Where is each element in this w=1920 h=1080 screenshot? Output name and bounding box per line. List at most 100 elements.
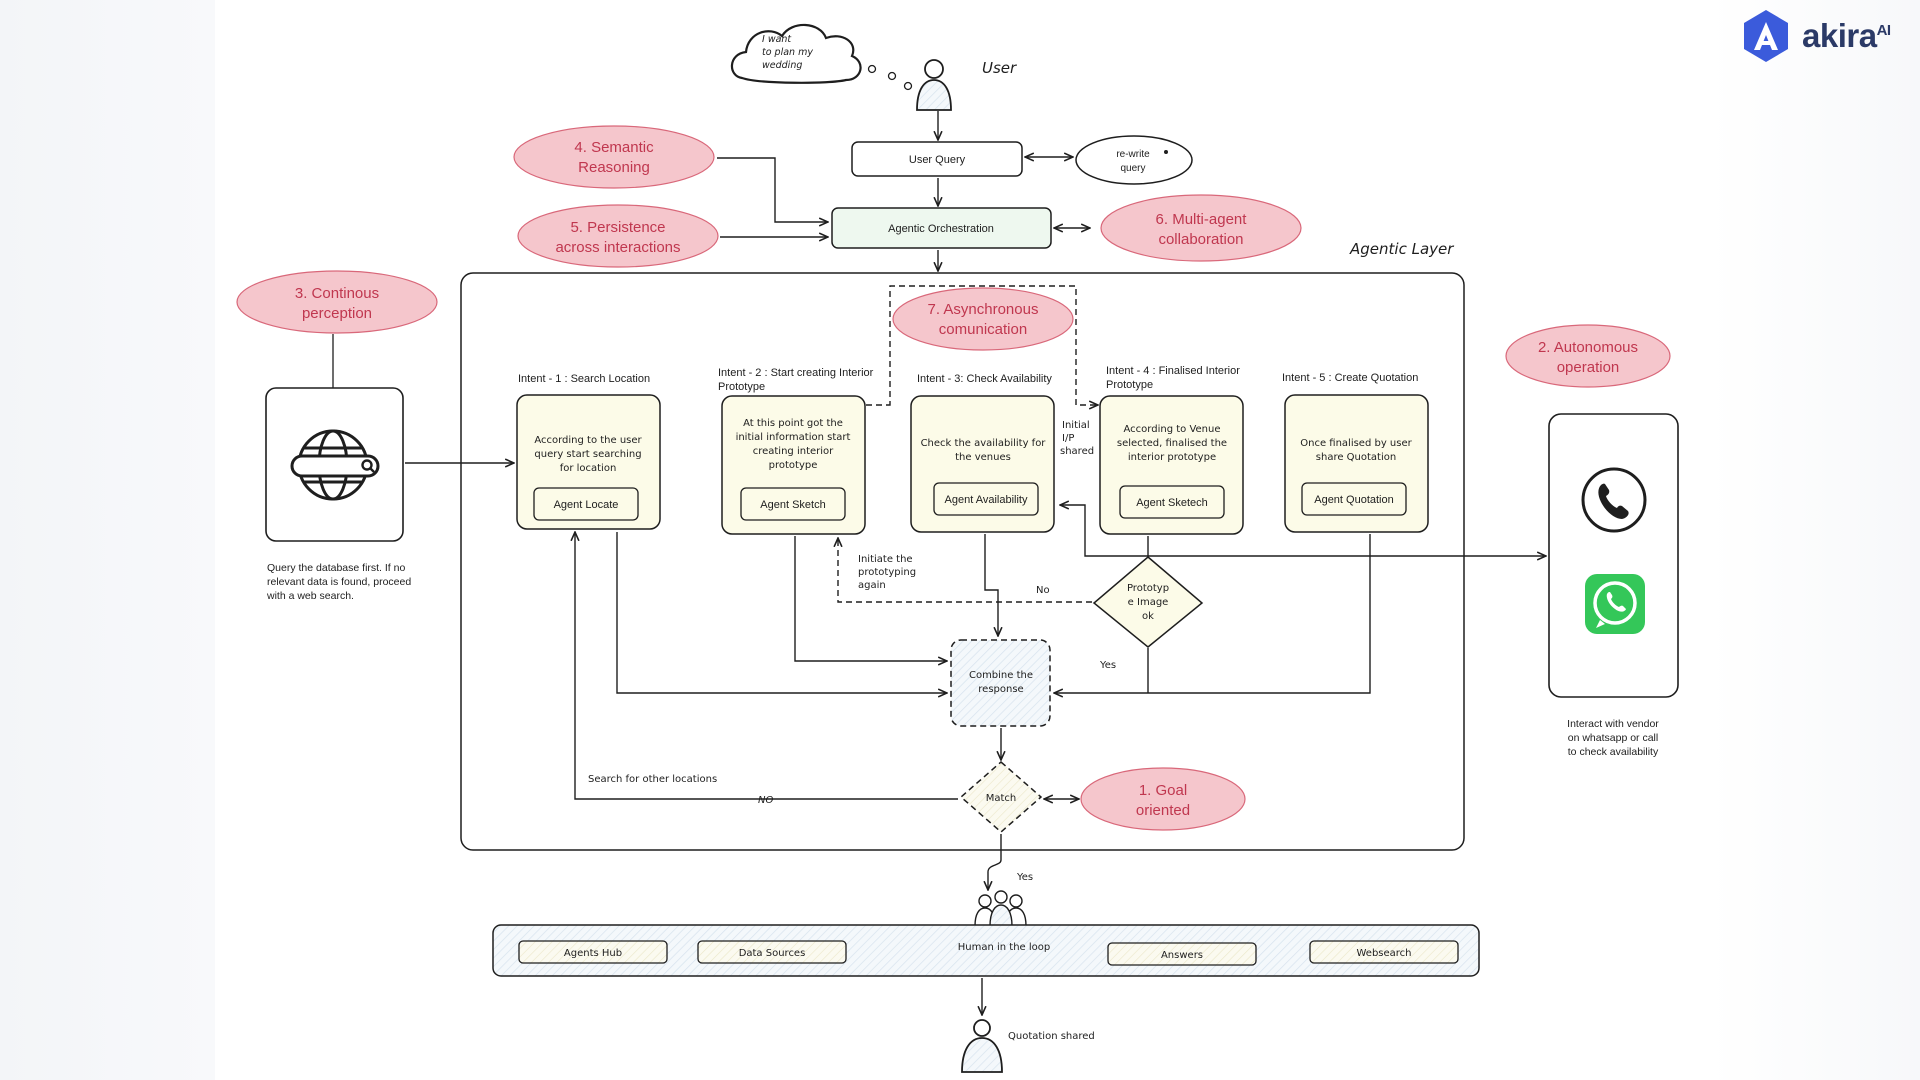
match-diamond bbox=[959, 761, 1043, 833]
svg-text:operation: operation bbox=[1557, 359, 1620, 376]
svg-text:the venues: the venues bbox=[955, 452, 1011, 463]
intent-card-1: Intent - 1 : Search Location According t… bbox=[516, 373, 661, 530]
reinitiate-3: again bbox=[858, 580, 886, 591]
svg-text:Agent Sketech: Agent Sketech bbox=[1136, 497, 1208, 509]
yes-bottom-label: Yes bbox=[1016, 872, 1033, 883]
intent-card-2: Intent - 2 : Start creating Interior Pro… bbox=[718, 367, 874, 535]
svg-text:Intent - 3: Check Availability: Intent - 3: Check Availability bbox=[917, 373, 1052, 385]
svg-text:According to Venue: According to Venue bbox=[1124, 424, 1221, 435]
user-query-box bbox=[851, 141, 1023, 177]
svg-text:Prototype: Prototype bbox=[1106, 379, 1153, 391]
svg-text:Data Sources: Data Sources bbox=[739, 948, 806, 959]
agentic-layer-frame bbox=[460, 272, 1465, 851]
web-caption-3: with a web search. bbox=[266, 590, 354, 602]
no-caps-label: NO bbox=[758, 795, 773, 806]
badge-continous-perception: 3. Continous perception bbox=[236, 270, 438, 334]
combine-response-box bbox=[950, 639, 1051, 727]
initial-ip-2: I/P bbox=[1062, 433, 1074, 444]
svg-text:3. Continous: 3. Continous bbox=[295, 285, 379, 302]
left-background-band bbox=[0, 0, 215, 1080]
phone-call-icon bbox=[1581, 467, 1647, 533]
thought-line-3: wedding bbox=[762, 60, 802, 71]
brand-superscript: AI bbox=[1876, 22, 1892, 39]
initial-ip-3: shared bbox=[1060, 446, 1094, 457]
combine-line-2: response bbox=[978, 684, 1023, 695]
user-query-text: User Query bbox=[909, 154, 966, 166]
hub-agents-hub: Agents Hub bbox=[518, 940, 668, 964]
reinitiate-1: Initiate the bbox=[858, 554, 913, 565]
human-loop-label: Human in the loop bbox=[958, 942, 1051, 953]
svg-text:Answers: Answers bbox=[1161, 950, 1203, 961]
intent-card-4: Intent - 4 : Finalised Interior Prototyp… bbox=[1099, 365, 1244, 535]
svg-text:Intent - 5 : Create Quotation: Intent - 5 : Create Quotation bbox=[1282, 372, 1418, 384]
rewrite-query-ellipse bbox=[1075, 135, 1193, 185]
svg-text:Once finalised by user: Once finalised by user bbox=[1300, 438, 1412, 449]
svg-text:selected, finalised the: selected, finalised the bbox=[1117, 438, 1227, 449]
svg-text:5. Persistence: 5. Persistence bbox=[570, 219, 665, 236]
phone-caption-3: to check availability bbox=[1568, 746, 1659, 758]
svg-text:oriented: oriented bbox=[1136, 802, 1190, 819]
svg-text:creating interior: creating interior bbox=[753, 446, 834, 457]
thought-line-1: I want bbox=[762, 34, 792, 45]
svg-text:comunication: comunication bbox=[939, 321, 1027, 338]
svg-text:Check the availability for: Check the availability for bbox=[921, 438, 1047, 449]
svg-text:share Quotation: share Quotation bbox=[1316, 452, 1396, 463]
svg-text:According to the user: According to the user bbox=[534, 435, 642, 446]
svg-text:for location: for location bbox=[560, 463, 617, 474]
web-caption-1: Query the database first. If no bbox=[267, 562, 405, 574]
svg-text:perception: perception bbox=[302, 305, 372, 322]
svg-text:2. Autonomous: 2. Autonomous bbox=[1538, 339, 1638, 356]
thought-line-2: to plan my bbox=[762, 47, 813, 58]
svg-text:6. Multi-agent: 6. Multi-agent bbox=[1156, 211, 1248, 228]
badge-autonomous: 2. Autonomous operation bbox=[1505, 324, 1671, 388]
quotation-shared-label: Quotation shared bbox=[1008, 1031, 1095, 1042]
brand-name: akiraAI bbox=[1802, 17, 1892, 54]
right-background-band bbox=[1710, 0, 1920, 1080]
badge-goal-oriented: 1. Goal oriented bbox=[1080, 767, 1246, 831]
rewrite-line-1: re-write bbox=[1116, 149, 1150, 160]
search-other-label: Search for other locations bbox=[588, 774, 717, 785]
proto-line-2: e Image bbox=[1128, 597, 1169, 608]
svg-text:1. Goal: 1. Goal bbox=[1139, 782, 1187, 799]
no-label: No bbox=[1036, 585, 1050, 596]
svg-text:4. Semantic: 4. Semantic bbox=[574, 139, 654, 156]
phone-caption-1: Interact with vendor bbox=[1567, 718, 1659, 730]
svg-text:Agent Locate: Agent Locate bbox=[554, 499, 619, 511]
svg-text:Intent - 4 : Finalised Interio: Intent - 4 : Finalised Interior bbox=[1106, 365, 1240, 377]
proto-line-3: ok bbox=[1142, 611, 1154, 622]
match-text: Match bbox=[986, 793, 1017, 804]
svg-text:Agent Sketch: Agent Sketch bbox=[760, 499, 825, 511]
user-label: User bbox=[982, 59, 1017, 77]
badge-multi-agent: 6. Multi-agent collaboration bbox=[1100, 194, 1302, 262]
svg-text:interior prototype: interior prototype bbox=[1128, 452, 1216, 463]
prototype-ok-diamond bbox=[1092, 556, 1204, 648]
svg-text:Agents Hub: Agents Hub bbox=[564, 948, 622, 959]
team-people-icon bbox=[974, 890, 1027, 927]
badge-persistence: 5. Persistence across interactions bbox=[517, 204, 719, 268]
combine-line-1: Combine the bbox=[969, 670, 1033, 681]
svg-text:At this point got the: At this point got the bbox=[743, 418, 843, 429]
svg-text:Reasoning: Reasoning bbox=[578, 159, 650, 176]
hub-answers: Answers bbox=[1107, 942, 1257, 966]
yes-label: Yes bbox=[1099, 660, 1116, 671]
thought-cloud: I want to plan my wedding bbox=[730, 23, 913, 91]
hub-data-sources: Data Sources bbox=[697, 940, 847, 964]
svg-text:initial information start: initial information start bbox=[736, 432, 851, 443]
quotation-person-icon bbox=[961, 1019, 1003, 1073]
svg-text:Prototype: Prototype bbox=[718, 381, 765, 393]
svg-text:Agent Availability: Agent Availability bbox=[945, 494, 1028, 506]
reinitiate-2: prototyping bbox=[858, 567, 916, 578]
badge-asynchronous: 7. Asynchronous comunication bbox=[892, 287, 1074, 351]
agentic-layer-label: Agentic Layer bbox=[1349, 240, 1454, 258]
svg-text:query start searching: query start searching bbox=[534, 449, 641, 460]
svg-text:Websearch: Websearch bbox=[1356, 948, 1411, 959]
svg-text:Agent Quotation: Agent Quotation bbox=[1314, 494, 1394, 506]
initial-ip-1: Initial bbox=[1062, 420, 1090, 431]
badge-semantic-reasoning: 4. Semantic Reasoning bbox=[513, 125, 715, 189]
phone-caption-2: on whatsapp or call bbox=[1568, 732, 1658, 744]
agentic-orchestration-box bbox=[831, 207, 1052, 249]
user-person-icon bbox=[916, 59, 952, 111]
svg-text:Intent - 2 : Start creating In: Intent - 2 : Start creating Interior bbox=[718, 367, 874, 379]
intent-card-3: Intent - 3: Check Availability Check the… bbox=[910, 373, 1055, 533]
